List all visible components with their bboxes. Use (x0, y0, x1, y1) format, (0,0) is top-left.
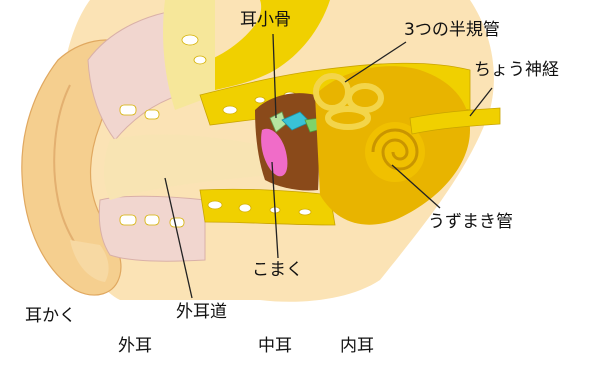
label-eardrum: こまく (252, 262, 303, 279)
label-auricle: 耳かく (25, 308, 76, 325)
cartilage-lower (99, 196, 205, 261)
label-auditory-nerve: ちょう神経 (474, 62, 559, 79)
label-semicircular-canals: 3つの半規管 (404, 22, 500, 39)
label-middle-ear: 中耳 (258, 338, 292, 355)
label-outer-ear: 外耳 (118, 338, 152, 355)
label-ear-canal: 外耳道 (176, 304, 227, 321)
label-ossicles: 耳小骨 (240, 12, 291, 29)
label-inner-ear: 内耳 (340, 338, 374, 355)
label-cochlea: うずまき管 (428, 214, 513, 231)
